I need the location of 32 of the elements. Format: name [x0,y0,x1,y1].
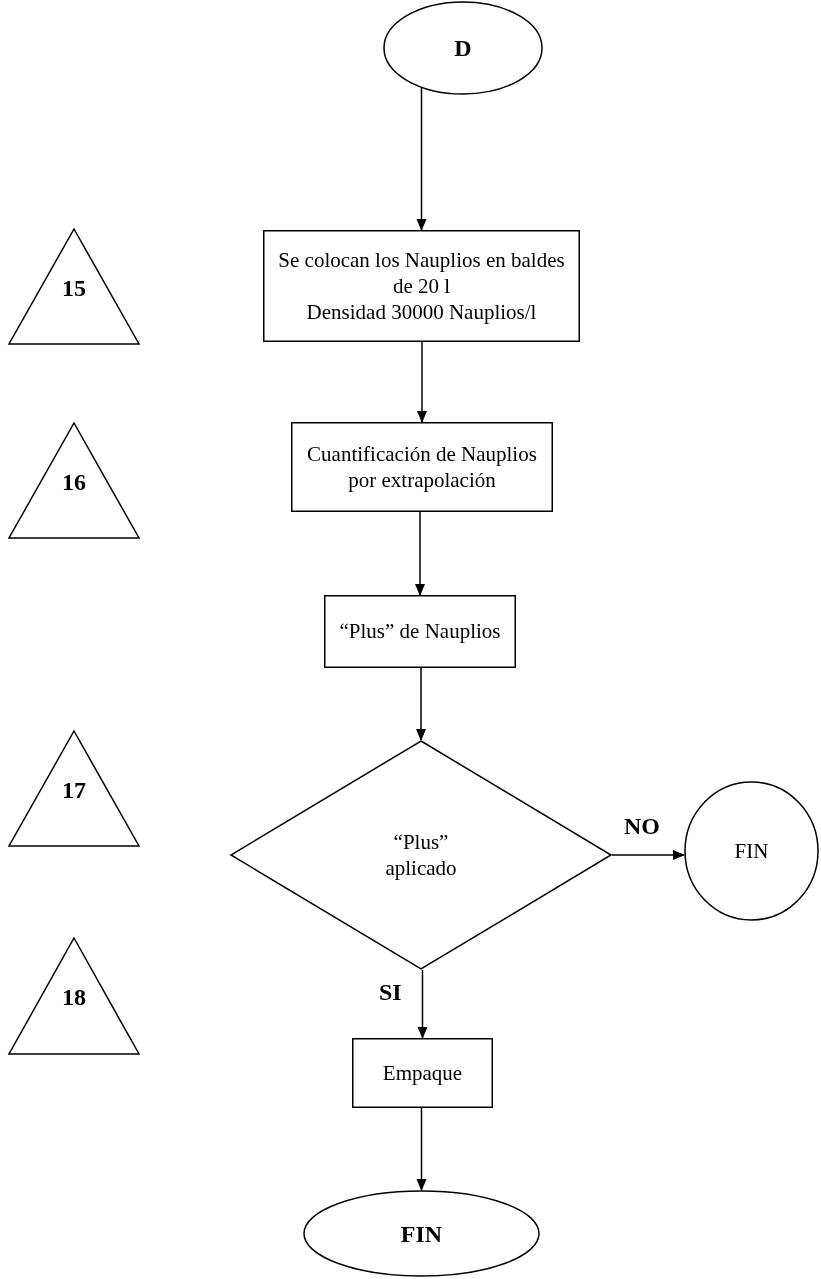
step-triangle [8,730,140,847]
step-triangle [8,228,140,345]
end-terminal [684,781,819,921]
node-text: “Plus” aplicado [384,828,458,882]
arrow [415,511,425,596]
node-text: Empaque [382,1059,463,1087]
end-terminal [303,1190,540,1277]
node-text: Densidad 30000 Nauplios/l [306,299,537,326]
start-terminal [383,1,543,95]
node-text: 15 [62,274,86,303]
arrow [416,667,426,741]
node-text: 17 [62,776,86,805]
node-text: Cuantificación de Nauplios por extrapolación [306,440,538,494]
node-text: D [454,34,472,63]
arrow [611,850,685,860]
step-triangle [8,937,140,1055]
node-text: “Plus” de Nauplios [339,618,501,645]
process-box [263,230,580,342]
step-triangle [8,422,140,539]
arrow [416,1107,427,1191]
decision-diamond [230,740,612,970]
arrow [417,341,427,423]
node-text: 18 [62,983,86,1012]
process-box [291,422,553,512]
node-text: FIN [734,837,769,865]
process-box [324,595,516,668]
node-text: FIN [400,1219,443,1249]
process-box [352,1038,493,1108]
arrow [416,86,427,231]
node-text: Se colocan los Nauplios en baldes de 20 l [277,246,566,300]
node-text: 16 [62,468,86,497]
arrow [417,969,428,1039]
